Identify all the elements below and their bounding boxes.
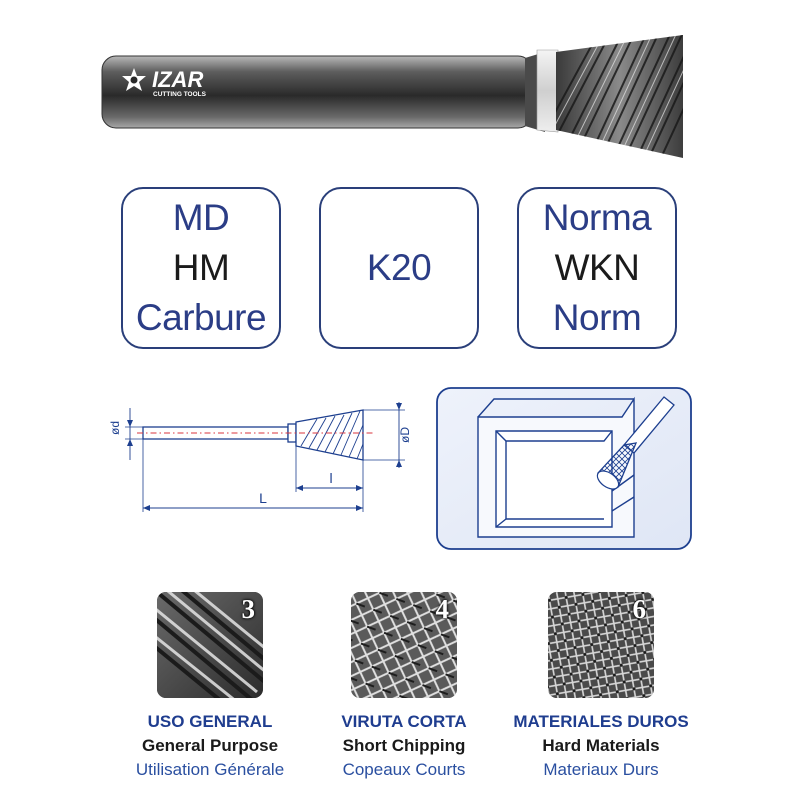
standard-line-norma: Norma bbox=[542, 197, 652, 238]
shank bbox=[102, 56, 532, 128]
usage-application-diagram bbox=[436, 387, 692, 550]
cut-number-3: 3 bbox=[241, 594, 256, 624]
grade-box: K20 bbox=[319, 187, 479, 349]
standard-line-wkn: WKN bbox=[554, 247, 640, 288]
cut-3-thumbnail: 3 bbox=[157, 592, 263, 698]
material-line-carbure: Carbure bbox=[135, 297, 267, 338]
cut-6-thumbnail: 6 bbox=[548, 592, 654, 698]
cutting-head bbox=[556, 35, 683, 158]
burr-in-use bbox=[596, 396, 675, 490]
carbide-burr-product-image: IZAR CUTTING TOOLS bbox=[101, 35, 683, 158]
total-length-label: L bbox=[259, 490, 267, 506]
cut-type-general: 3 USO GENERAL General Purpose Utilisatio… bbox=[100, 592, 320, 782]
cutting-length-label: l bbox=[329, 470, 332, 486]
cut-english: Hard Materials bbox=[542, 736, 660, 755]
cut-type-hard-materials: 6 MATERIALES DUROS Hard Materials Materi… bbox=[491, 592, 711, 782]
material-line-md: MD bbox=[172, 197, 230, 238]
brand-logo: IZAR CUTTING TOOLS bbox=[122, 67, 207, 98]
brand-name: IZAR bbox=[152, 67, 203, 92]
cut-french: Utilisation Générale bbox=[135, 760, 285, 779]
diagram-cone-head bbox=[295, 409, 364, 461]
cut-number-4: 4 bbox=[435, 594, 450, 624]
head-diameter-label: øD bbox=[398, 427, 412, 443]
brand-tagline: CUTTING TOOLS bbox=[153, 91, 207, 98]
cut-type-short-chipping: 4 VIRUTA CORTA Short Chipping Copeaux Co… bbox=[294, 592, 514, 782]
dimension-diagram: ød øD l L bbox=[108, 402, 412, 512]
cut-title: USO GENERAL bbox=[147, 712, 273, 731]
cut-number-6: 6 bbox=[632, 594, 647, 624]
cut-4-thumbnail: 4 bbox=[351, 592, 457, 698]
cut-title: MATERIALES DUROS bbox=[513, 712, 689, 731]
material-line-hm: HM bbox=[172, 247, 230, 288]
collar bbox=[536, 49, 559, 133]
cut-french: Materiaux Durs bbox=[543, 760, 659, 779]
shank-diameter-label: ød bbox=[108, 421, 122, 435]
cut-title: VIRUTA CORTA bbox=[341, 712, 467, 731]
material-box: MD HM Carbure bbox=[121, 187, 281, 349]
star-gear-icon bbox=[122, 68, 146, 91]
cut-english: General Purpose bbox=[141, 736, 279, 755]
grade-label: K20 bbox=[366, 247, 432, 288]
standard-box: Norma WKN Norm bbox=[517, 187, 677, 349]
standard-line-norm: Norm bbox=[552, 297, 642, 338]
cut-english: Short Chipping bbox=[342, 736, 466, 755]
cut-french: Copeaux Courts bbox=[342, 760, 466, 779]
